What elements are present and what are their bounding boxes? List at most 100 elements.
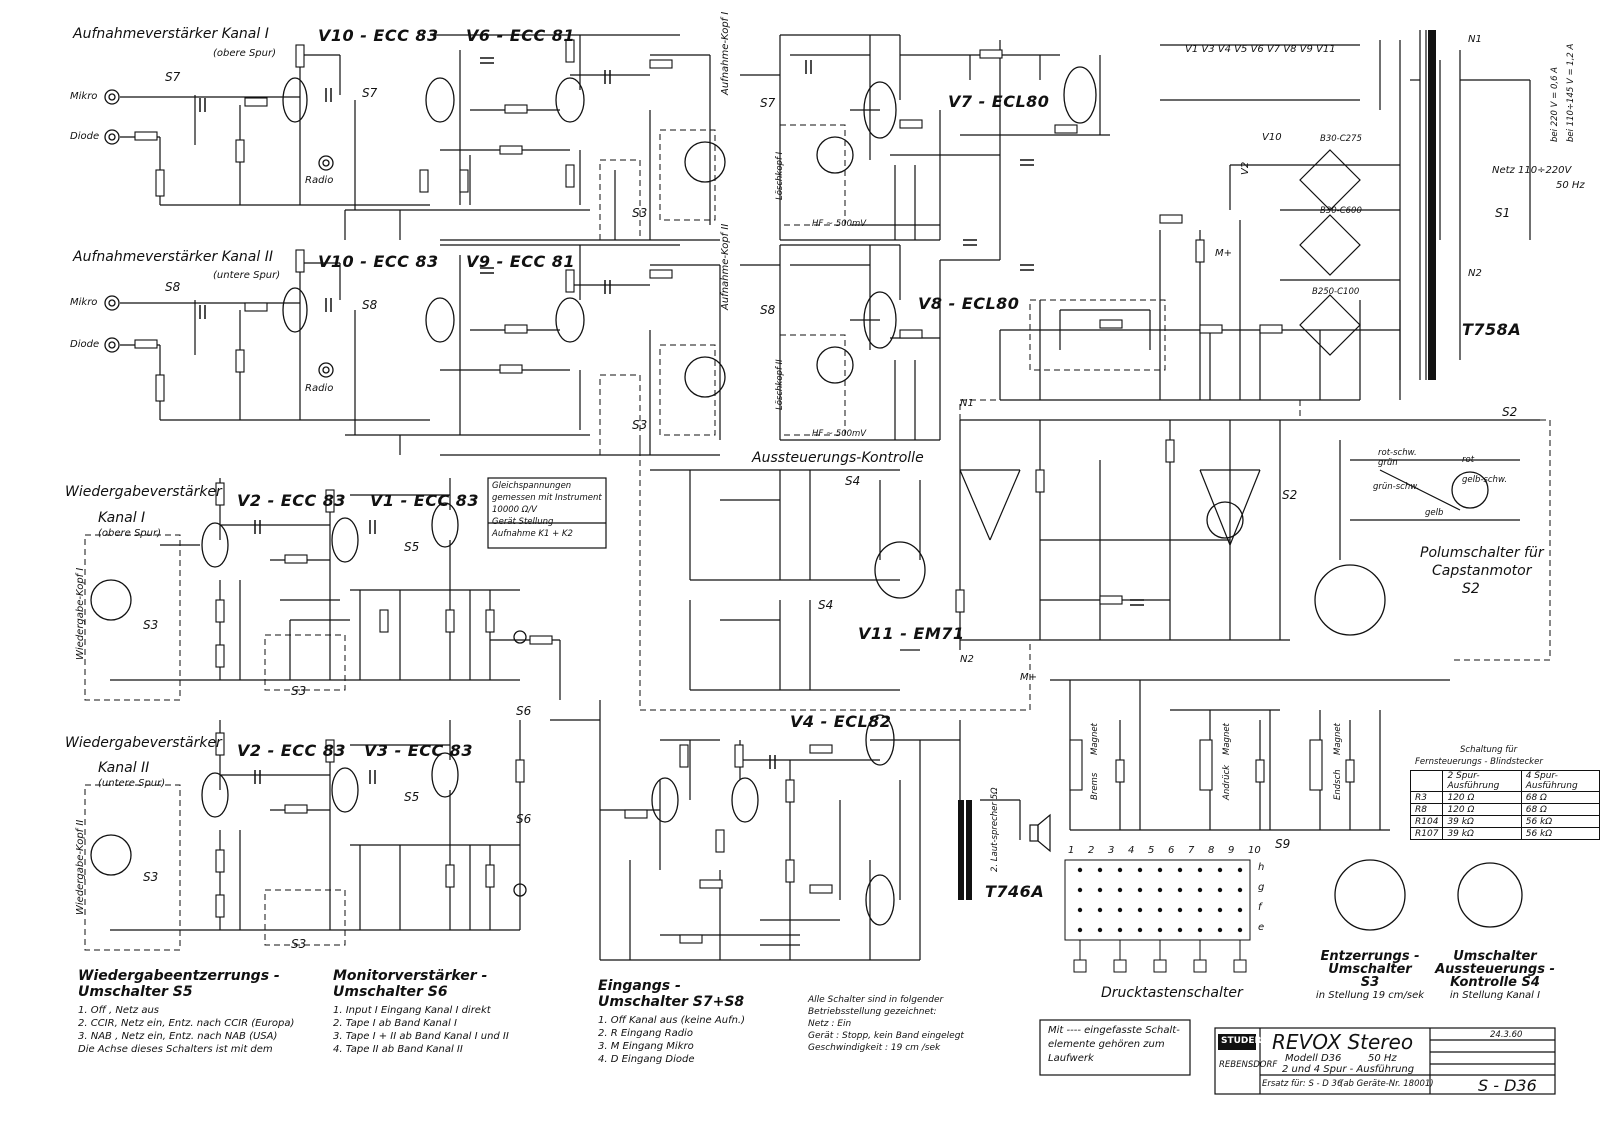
spur-table-row: R107 39 kΩ 56 kΩ — [1409, 827, 1600, 840]
rectifier-v2: V2 — [1240, 161, 1251, 175]
switch-s4-a: S4 — [845, 474, 861, 488]
node-mplus-a: M+ — [1215, 248, 1233, 259]
pushbutton-column-number: 8 — [1208, 845, 1215, 856]
switch-s3-f: S3 — [291, 937, 307, 951]
wire-gelb: gelb — [1425, 508, 1444, 518]
tube-v10b: V10 - ECC 83 — [318, 252, 439, 271]
measure-line-2: gemessen mit Instrument — [492, 493, 602, 503]
wire-rot: rot — [1462, 455, 1475, 465]
pushbutton-column-number: 3 — [1108, 845, 1115, 856]
caption-s4-line: in Stellung Kanal I — [1449, 990, 1541, 1001]
brand-logo: STUDER — [1221, 1036, 1262, 1046]
switch-s3-e: S3 — [143, 870, 159, 884]
input-mikro-2: Mikro — [70, 297, 98, 308]
legend-s5-row: 2. CCIR, Netz ein, Entz. nach CCIR (Euro… — [78, 1018, 295, 1029]
spur-table-cell: R3 — [1409, 791, 1444, 804]
spur-table-cell: 120 Ω — [1442, 803, 1522, 816]
spur-table-head: 2 Spur-Ausführung 4 Spur-Ausführung — [1409, 770, 1600, 792]
spur-table-cell: R107 — [1409, 827, 1444, 840]
spur-table-cell: 2 Spur-Ausführung — [1442, 770, 1522, 792]
heading-rec-ch1-sub: (obere Spur) — [213, 48, 277, 59]
caption-s4-line: Kontrolle S4 — [1450, 975, 1540, 990]
measure-line-5: Aufnahme K1 + K2 — [492, 529, 573, 539]
legend-state-row: Geschwindigkeit : 19 cm /sek — [808, 1043, 941, 1053]
pushbutton-column-number: 7 — [1188, 845, 1195, 856]
drawing-date: 24.3.60 — [1490, 1030, 1523, 1040]
switch-s1: S1 — [1495, 206, 1511, 220]
heading-polum-2: Capstanmotor — [1432, 563, 1532, 579]
pushbutton-column-number: 4 — [1128, 845, 1135, 856]
netz-hz: 50 Hz — [1556, 180, 1585, 191]
input-mikro-1: Mikro — [70, 91, 98, 102]
pushbutton-column-number: 1 — [1068, 845, 1075, 856]
switch-s6-a: S6 — [516, 704, 532, 718]
switch-s2-b: S2 — [1282, 488, 1298, 502]
pushbutton-row-letter: f — [1258, 902, 1262, 913]
legend-s5-row: 1. Off , Netz aus — [78, 1005, 160, 1016]
spur-table: 2 Spur-Ausführung 4 Spur-Ausführung R3 1… — [1409, 770, 1600, 840]
head-rec-1: Aufnahme-Kopf I — [720, 11, 731, 95]
legend-s5-title-2: Umschalter S5 — [78, 984, 193, 1000]
switch-s7-c: S7 — [760, 96, 776, 110]
legend-s6-title-2: Umschalter S6 — [333, 984, 448, 1000]
pushbutton-row-letter: g — [1258, 882, 1265, 893]
heading-fernst-2: Fernsteuerungs - Blindstecker — [1415, 757, 1543, 767]
caption-s3: Entzerrungs - Umschalter S3 in Stellung … — [1295, 950, 1445, 1002]
switch-s5-a: S5 — [404, 540, 420, 554]
legend-s5-title: Wiedergabeentzerrungs - — [78, 968, 280, 984]
legend-frame-row: Laufwerk — [1048, 1053, 1094, 1064]
relay-andruck: Andrück — [1222, 764, 1232, 800]
wire-gelb-schw: gelb-schw. — [1462, 475, 1508, 485]
tube-v2b: V2 - ECC 83 — [237, 741, 347, 760]
legend-s5-row: 3. NAB , Netz ein, Entz. nach NAB (USA) — [78, 1031, 278, 1042]
legend-s5-row: Die Achse dieses Schalters ist mit dem — [78, 1044, 273, 1055]
switch-s6-b: S6 — [516, 812, 532, 826]
legend-s6: Monitorverstärker -Umschalter S6 1. Inpu… — [333, 968, 509, 1056]
model-freq: 50 Hz — [1368, 1053, 1397, 1064]
spur-table-cell — [1409, 770, 1444, 792]
spur-table-cell: 39 kΩ — [1442, 827, 1522, 840]
tube-v1: V1 - ECC 83 — [370, 491, 480, 510]
bridge-b30c275: B30-C275 — [1320, 134, 1362, 144]
legend-state-row: Betriebsstellung gezeichnet: — [808, 1007, 937, 1017]
legend-s7-row: 1. Off Kanal aus (keine Aufn.) — [598, 1015, 746, 1026]
spur-table-row: R8 120 Ω 68 Ω — [1409, 803, 1600, 816]
switch-s3-a: S3 — [632, 206, 648, 220]
tube-v4: V4 - ECL82 — [790, 712, 892, 731]
tube-v2a: V2 - ECC 83 — [237, 491, 347, 510]
fuse-note-2: bei 110÷145 V = 1,2 A — [1566, 43, 1576, 142]
legend-state: Alle Schalter sind in folgender Betriebs… — [808, 994, 964, 1054]
relay-magnet-3: Magnet — [1333, 723, 1343, 755]
transformer-t758a: T758A — [1462, 320, 1522, 339]
switch-s5-b: S5 — [404, 790, 420, 804]
pushbutton-column-number: 2 — [1088, 845, 1095, 856]
heading-play-ch1-kanal: Kanal I — [98, 510, 146, 526]
tube-v9: V9 - ECC 81 — [466, 252, 576, 271]
heading-rec-ch2: Aufnahmeverstärker Kanal II — [73, 249, 273, 265]
legend-frame-row: elemente gehören zum — [1048, 1039, 1165, 1050]
wire-rot-schw: rot-schw. — [1378, 448, 1417, 458]
legend-s7-title: Eingangs - — [598, 978, 681, 994]
pushbutton-column-number: 9 — [1228, 845, 1235, 856]
pushbutton-column-number: 5 — [1148, 845, 1155, 856]
switch-s7-b: S7 — [362, 86, 378, 100]
node-n2-b: N2 — [960, 654, 974, 665]
relay-brems: Brems — [1090, 772, 1100, 800]
spur-table-cell: R8 — [1409, 803, 1444, 816]
legend-s6-row: 1. Input I Eingang Kanal I direkt — [333, 1005, 491, 1016]
heading-fernst-1: Schaltung für — [1460, 745, 1518, 755]
legend-s7-title-2: Umschalter S7+S8 — [598, 994, 745, 1010]
caption-s3-line: S3 — [1360, 975, 1380, 990]
spur-table-cell: 4 Spur-Ausführung — [1520, 770, 1600, 792]
tube-v6: V6 - ECC 81 — [466, 26, 576, 45]
measure-line-4: Gerät Stellung — [492, 517, 554, 527]
legend-state-row: Netz : Ein — [808, 1019, 852, 1029]
caption-s4-line: Aussteuerungs - — [1435, 962, 1555, 977]
legend-state-row: Gerät : Stopp, kein Band eingelegt — [808, 1031, 964, 1041]
tube-v11: V11 - EM71 — [858, 624, 965, 643]
model-variant: 2 und 4 Spur - Ausführung — [1282, 1064, 1415, 1075]
wire-gruen-schw: grün-schw. — [1373, 482, 1420, 492]
node-n2-a: N2 — [1468, 268, 1482, 279]
caption-s3-line: Umschalter — [1328, 962, 1412, 977]
